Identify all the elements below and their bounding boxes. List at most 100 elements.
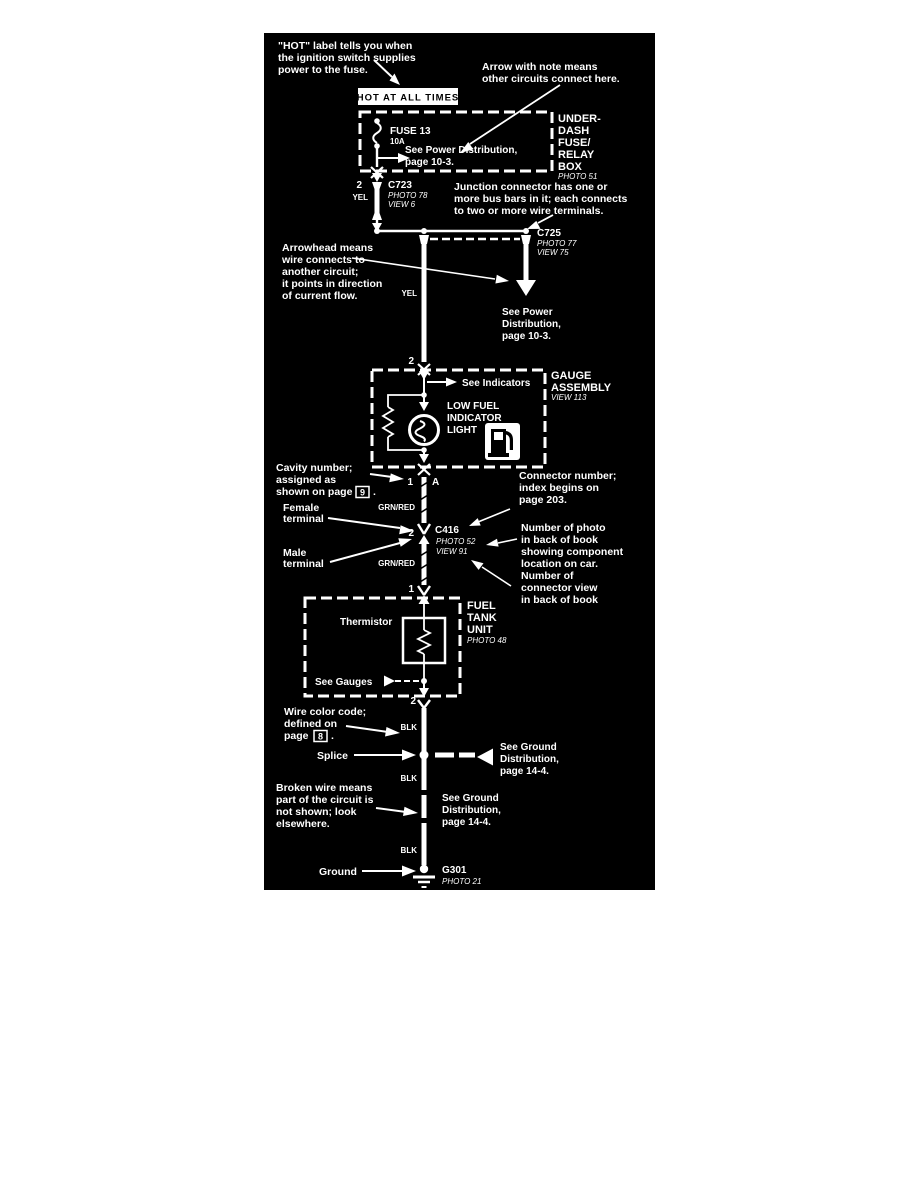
wire-color: BLK: [401, 774, 418, 783]
connector-c723: 2 YEL C723 PHOTO 78 VIEW 6: [352, 180, 428, 232]
page-number-box: [355, 485, 370, 499]
fuse-rating: 10A: [390, 137, 405, 146]
wire-tick: [419, 507, 429, 514]
wire-color: YEL: [401, 289, 417, 298]
offpage-arrowhead: [477, 748, 493, 766]
resistor-symbol: [415, 629, 433, 655]
arrow-note: Arrow with note means other circuits con…: [460, 61, 620, 153]
pump-window: [494, 432, 503, 440]
bus-dot: [523, 228, 529, 234]
see-ground-note-1: See Ground Distribution, page 14-4.: [500, 742, 559, 777]
annotation-arrow-shaft: [497, 538, 518, 544]
female-terminal-arm: [423, 585, 431, 596]
view-ref: VIEW 113: [551, 393, 587, 402]
annotation-arrow-shaft: [375, 807, 407, 813]
broken-wire: BLK: [401, 795, 427, 865]
ground-name: G301: [442, 865, 467, 876]
annotation-arrowhead: [495, 274, 509, 284]
label-line: LOW FUEL: [447, 401, 499, 412]
annotation-arrowhead: [389, 473, 404, 483]
terminal-whisker: [417, 463, 431, 476]
wire-color: YEL: [352, 193, 368, 202]
connector-number-note: Connector number; index begins on page 2…: [469, 470, 616, 526]
label-line: UNDER-: [558, 113, 601, 125]
offpage-arrowhead: [516, 280, 536, 296]
connector-name: C416: [435, 525, 459, 536]
note-line: Distribution,: [442, 805, 501, 816]
connector-funnel: [419, 235, 429, 244]
resistor-symbol: [381, 406, 395, 438]
splice-label: Splice: [317, 750, 348, 762]
pump-base: [488, 453, 509, 457]
ftu-entry-terminal: 1: [408, 584, 431, 604]
wire-segment: [421, 708, 427, 790]
wire-color: GRN/RED: [378, 503, 415, 512]
note-line: connector view: [521, 582, 598, 594]
note-line: not shown; look: [276, 806, 357, 818]
label-line: GAUGE: [551, 370, 591, 382]
connector-funnel: [521, 235, 531, 244]
see-power-note: See Power Distribution,: [405, 145, 517, 156]
note-line: Number of: [521, 570, 574, 582]
annotation-arrow-shaft: [477, 508, 511, 523]
note-line: in back of book: [521, 534, 598, 546]
annotation-arrowhead: [403, 806, 418, 816]
note-line: See Ground: [500, 742, 557, 753]
wire-color: BLK: [401, 723, 418, 732]
branch-arrowhead: [384, 675, 395, 687]
note-line: Cavity number;: [276, 462, 352, 474]
wire-segment: [421, 795, 427, 818]
note-line: Arrowhead means: [282, 242, 373, 254]
bulb-symbol: [408, 414, 440, 446]
label-line: UNIT: [467, 624, 493, 636]
label-line: BOX: [558, 161, 583, 173]
hot-label-note: "HOT" label tells you when the ignition …: [278, 40, 416, 85]
annotation-arrowhead: [399, 525, 414, 535]
see-power-note: page 10-3.: [405, 157, 454, 168]
photo-ref: PHOTO 78: [388, 191, 428, 200]
connector-c725: C725 PHOTO 77 VIEW 75: [374, 228, 577, 296]
female-terminal-note: Female terminal: [283, 502, 414, 535]
terminal-whisker: [370, 166, 384, 179]
underdash-fuse-box: [358, 110, 554, 173]
fuse-symbol: [372, 122, 382, 144]
underdash-box-label: UNDER- DASH FUSE/ RELAY BOX PHOTO 51: [558, 113, 601, 181]
period: .: [331, 730, 334, 742]
note-line: Distribution,: [500, 754, 559, 765]
male-terminal-note: Male terminal: [283, 538, 412, 570]
wire-color: BLK: [401, 846, 418, 855]
connector-funnel: [372, 213, 382, 220]
note-line: the ignition switch supplies: [278, 52, 416, 64]
branch-arrowhead: [398, 153, 410, 163]
cavity-note: Cavity number; assigned as shown on page…: [276, 462, 404, 499]
note-line: terminal: [283, 513, 324, 525]
fuse-13: FUSE 13 10A See Power Distribution, page…: [370, 118, 517, 182]
female-terminal-arm: [417, 699, 425, 709]
gauge-assembly-internals: See Indicators LOW FUEL INDICATOR LIGHT: [381, 377, 531, 476]
photo-ref: PHOTO 52: [436, 537, 476, 546]
label-line: FUEL: [467, 600, 496, 612]
note-line: to two or more wire terminals.: [454, 205, 603, 217]
ftu-exit-terminal: 2: [410, 696, 431, 709]
connector-funnel: [372, 182, 382, 189]
ground-label: Ground: [319, 866, 357, 878]
annotation-arrowhead: [486, 538, 499, 547]
note-line: See Ground: [442, 793, 499, 804]
cavity-number: 2: [408, 528, 414, 539]
gauge-assembly-box: [370, 368, 547, 469]
broken-wire-note: Broken wire means part of the circuit is…: [276, 782, 418, 830]
cavity-number: 2: [410, 696, 416, 707]
photo-number-note: Number of photo in back of book showing …: [486, 522, 624, 570]
broken-wire-dash: [459, 752, 475, 758]
note-line: shown on page: [276, 486, 353, 498]
wire-color-note: Wire color code; defined on page 8 .: [284, 706, 400, 743]
photo-ref: PHOTO 48: [467, 636, 507, 645]
annotation-arrowhead: [471, 560, 484, 570]
male-terminal-arrow: [419, 688, 429, 697]
label-line: INDICATOR: [447, 413, 502, 424]
annotation-arrowhead: [469, 518, 481, 526]
label-line: LIGHT: [447, 425, 477, 436]
connector-body: [374, 189, 380, 213]
cavity-letter: A: [432, 477, 439, 488]
